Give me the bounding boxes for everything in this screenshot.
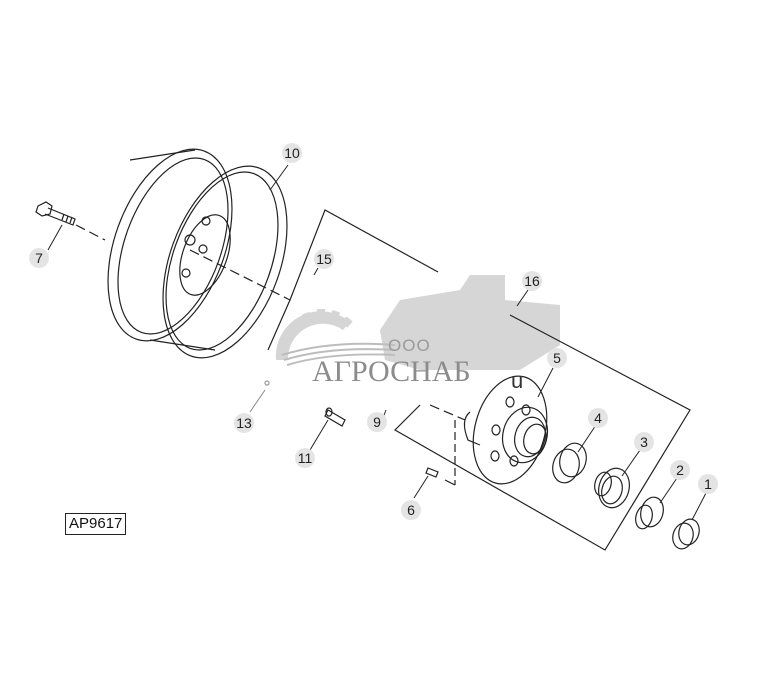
harvester-icon (380, 275, 560, 370)
watermark-name: АГРОСНАБ (312, 355, 471, 388)
seal-3 (594, 467, 630, 509)
assembly-axis (75, 224, 466, 421)
callout-16: 16 (522, 271, 542, 291)
wheel-hub (444, 375, 549, 486)
callout-2: 2 (670, 460, 690, 480)
stray-glyph: u (511, 368, 524, 393)
callout-10: 10 (282, 143, 302, 163)
figure-id-label: AP9617 (65, 513, 127, 535)
callout-13: 13 (234, 413, 254, 433)
wheel-rim (107, 148, 288, 359)
bracket-16 (394, 314, 691, 551)
bolt (35, 201, 76, 226)
bearing-cone-2 (635, 496, 664, 530)
callout-3: 3 (634, 432, 654, 452)
callout-1: 1 (698, 474, 718, 494)
watermark-swoosh (281, 342, 396, 366)
watermark-prefix: ООО (388, 336, 431, 355)
callout-5: 5 (547, 348, 567, 368)
callout-4: 4 (588, 408, 608, 428)
callout-11: 11 (295, 448, 315, 468)
washer-13 (264, 380, 270, 386)
grease-fitting (425, 467, 439, 478)
watermark-logo (275, 275, 560, 370)
callout-6: 6 (401, 500, 421, 520)
gear-icon (275, 311, 350, 360)
bearing-cup-1 (672, 518, 700, 550)
callout-15: 15 (314, 249, 334, 269)
callout-9: 9 (367, 412, 387, 432)
bracket-15 (267, 209, 439, 351)
wheel-stud (324, 407, 346, 427)
callout-7: 7 (29, 248, 49, 268)
leader-lines (47, 164, 707, 521)
bearing-cup-4 (552, 442, 587, 484)
gear-teeth (279, 309, 353, 345)
